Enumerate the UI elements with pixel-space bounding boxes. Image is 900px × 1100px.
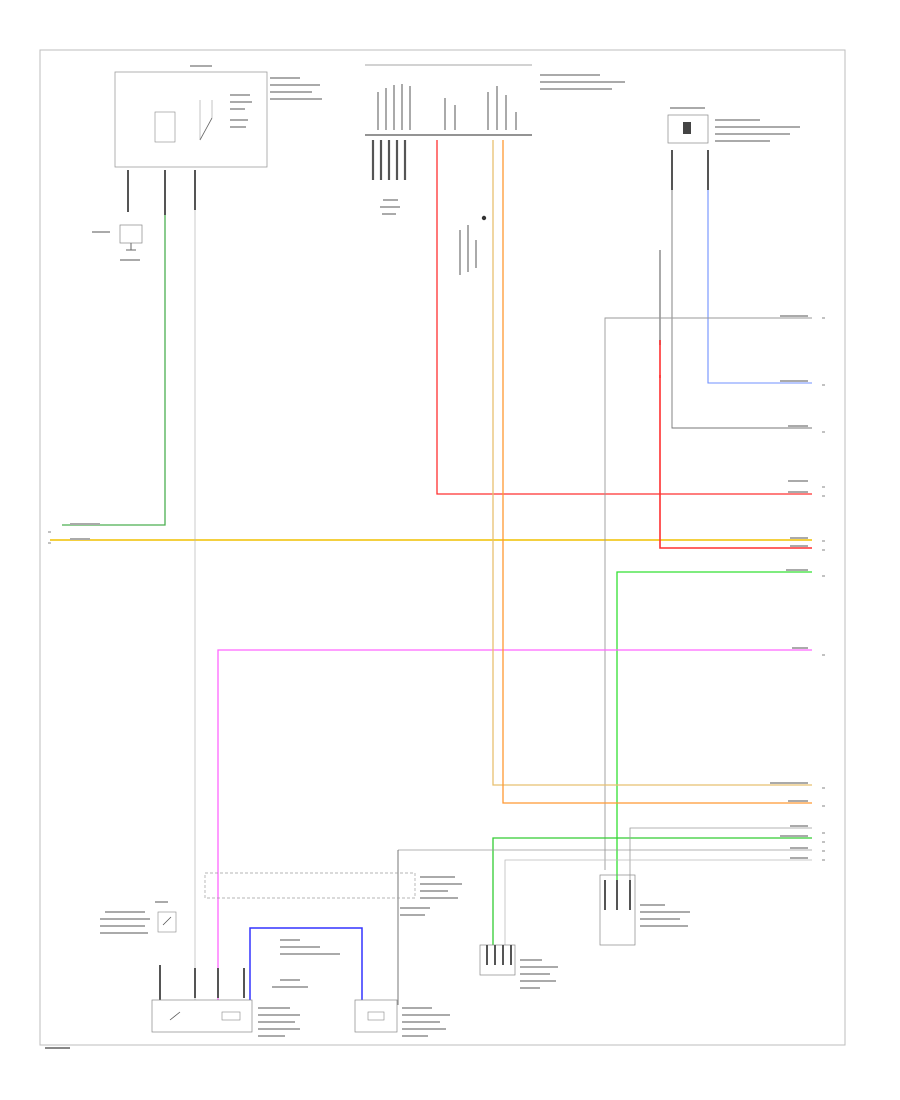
blue-loop-labels — [272, 939, 340, 988]
wire-bright-green — [616, 571, 812, 880]
control-module-connector — [365, 64, 625, 275]
diagram-frame — [39, 49, 846, 1046]
pin-numbers-left — [48, 531, 51, 544]
relay-pin-stubs — [127, 170, 196, 215]
wire-blue-bottom — [249, 927, 363, 1000]
wire-red-upper — [436, 140, 812, 495]
pin-numbers-right — [822, 317, 825, 861]
wire-blue-sensor — [707, 190, 812, 384]
wire-gray-lower-3 — [504, 859, 812, 945]
rear-sensor-box — [354, 999, 450, 1037]
wire-dark-sensor — [671, 190, 812, 429]
wire-magenta — [217, 649, 812, 1000]
wire-gray-top-right — [604, 317, 812, 870]
relay-box — [114, 65, 322, 168]
wire-green-left — [62, 215, 166, 526]
sensor-component — [659, 107, 800, 345]
wire-green-lower — [492, 837, 812, 945]
left-switch — [100, 901, 177, 1000]
front-sensor-box — [151, 968, 300, 1037]
lower-connector — [204, 872, 416, 899]
pressure-sensor — [599, 874, 690, 946]
ground-component — [92, 224, 143, 261]
wire-labels-right — [770, 315, 808, 859]
fuel-tank-sensor — [479, 944, 558, 989]
wire-red-right — [659, 375, 812, 549]
wire-tan — [492, 140, 812, 786]
wire-gray-lower-1 — [629, 827, 812, 880]
wire-orange — [502, 140, 812, 804]
lower-connector-label — [400, 876, 462, 916]
